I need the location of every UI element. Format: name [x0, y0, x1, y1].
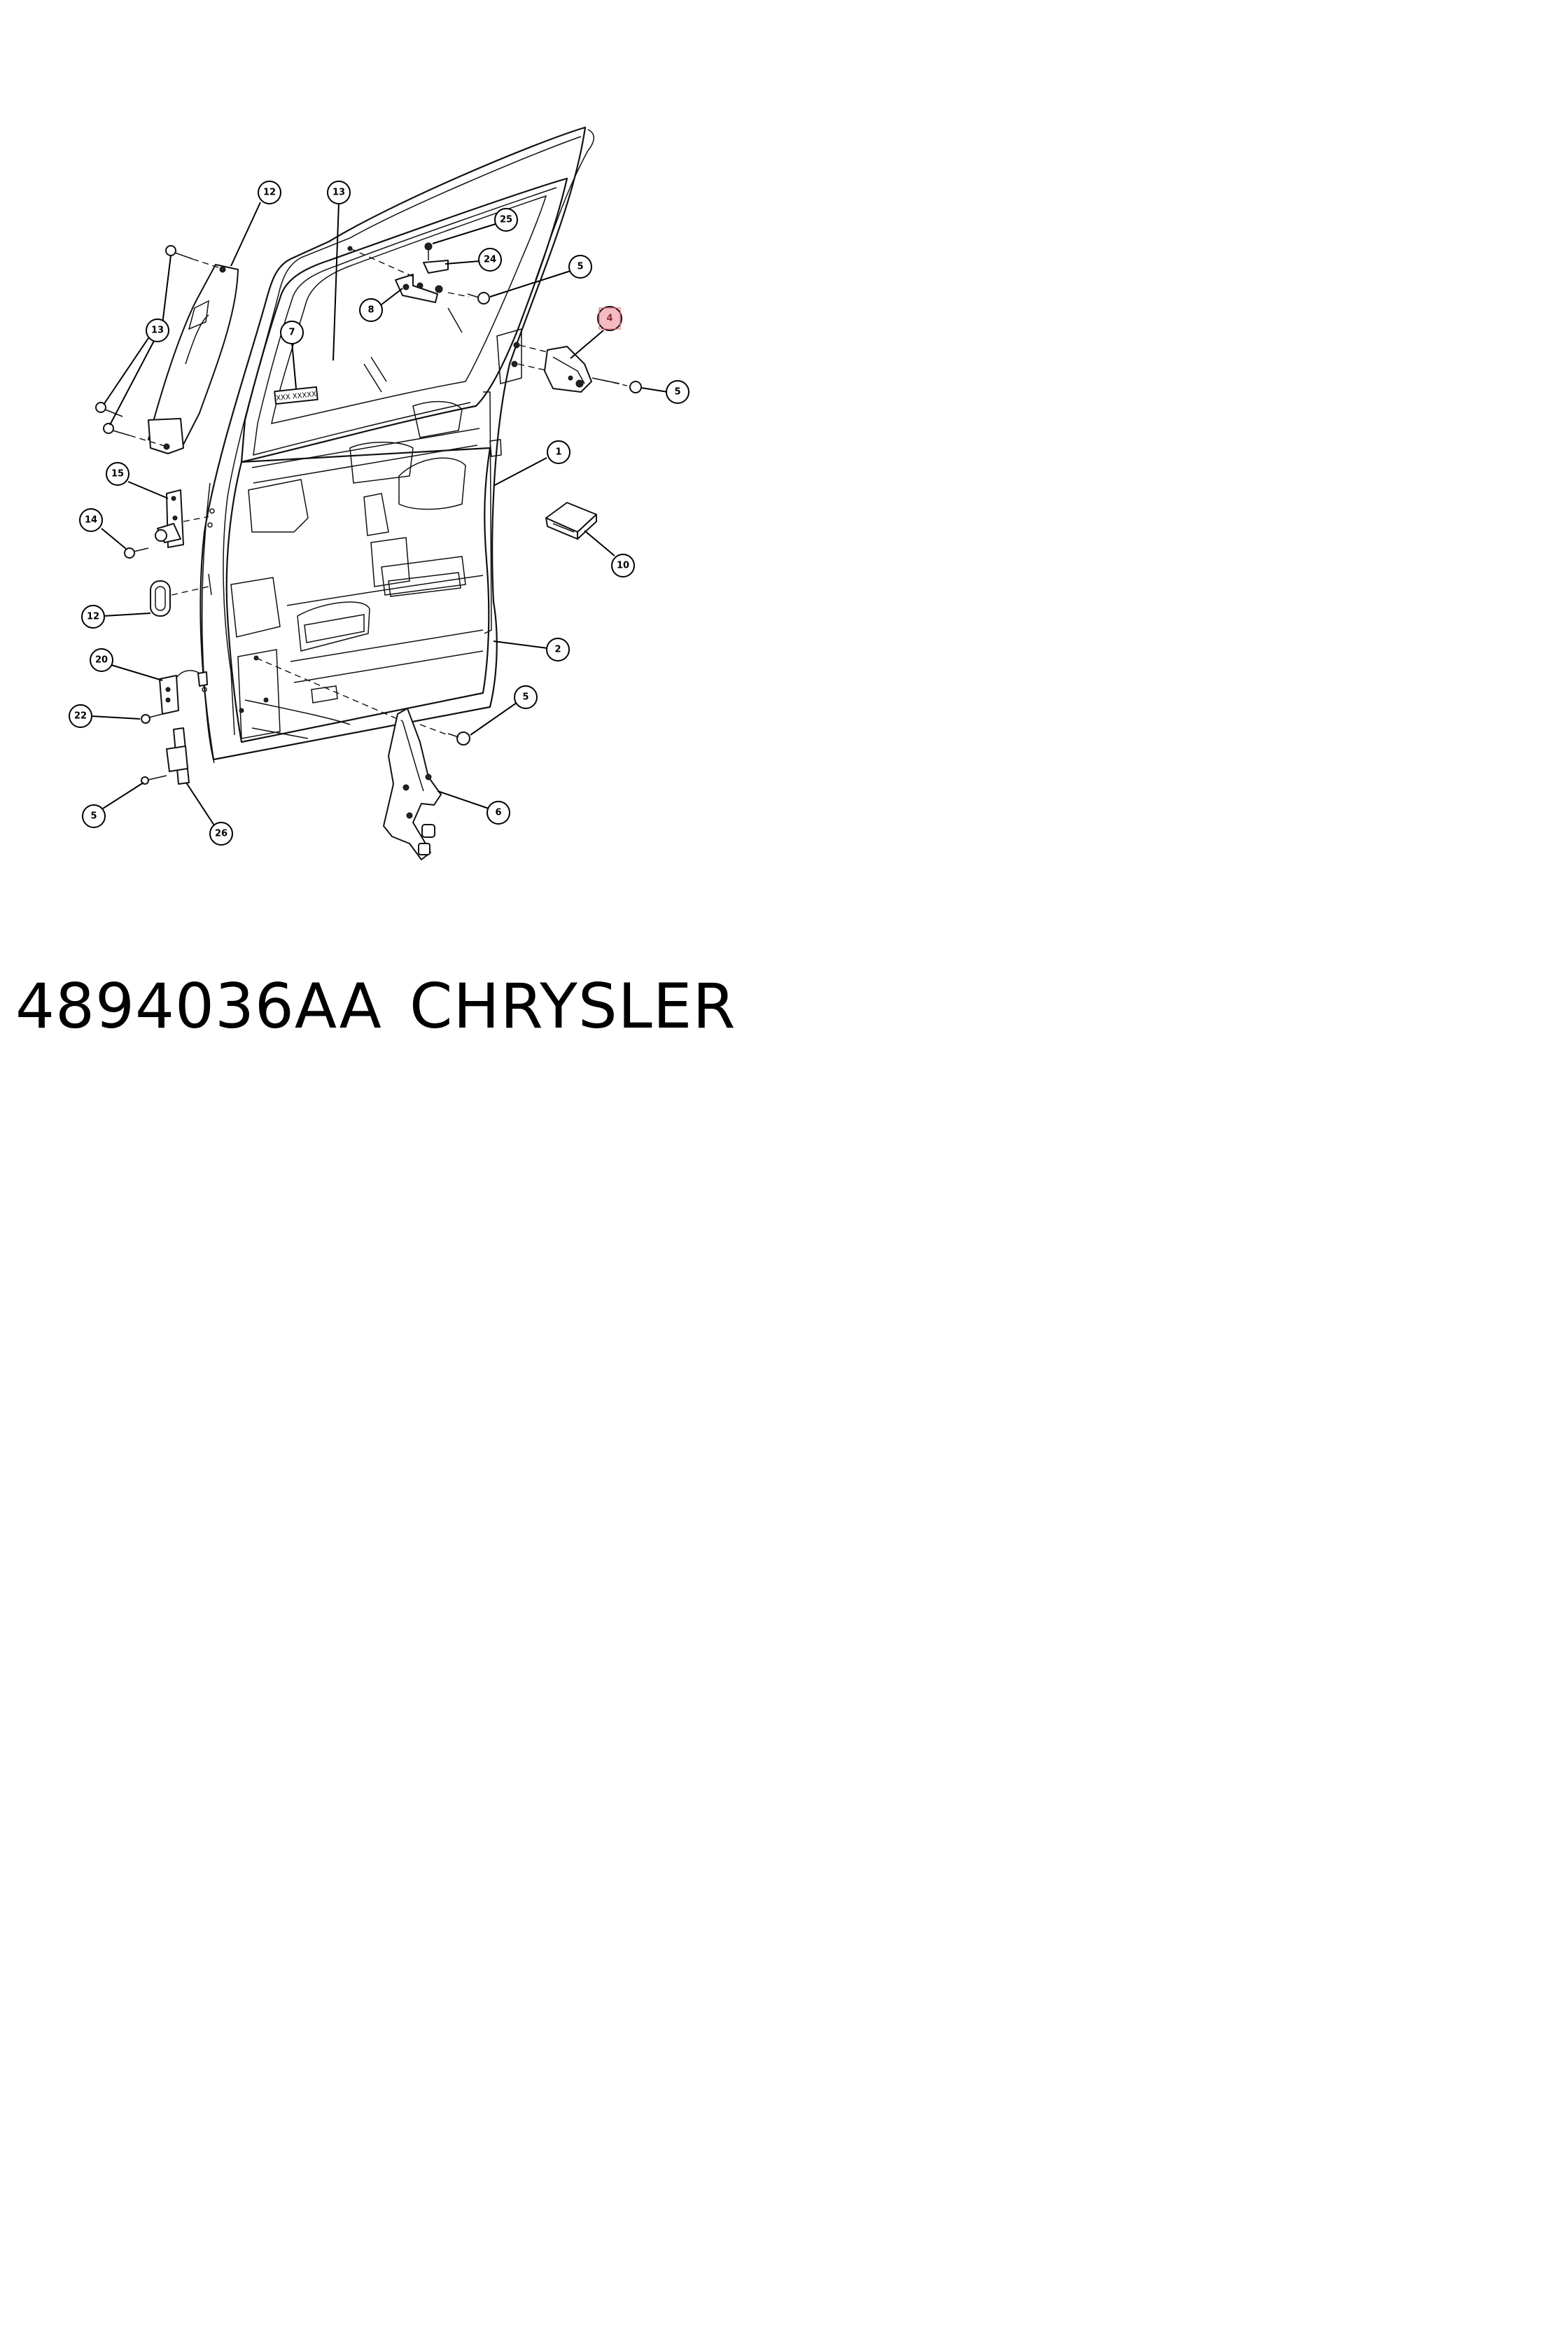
svg-text:13: 13	[332, 188, 345, 198]
callout-22: 20	[90, 648, 113, 672]
latch-4	[511, 342, 642, 393]
callout-4-highlighted: 4	[597, 306, 622, 331]
svg-text:24: 24	[484, 255, 496, 265]
svg-text:15: 15	[111, 469, 124, 479]
door-shell	[200, 126, 594, 764]
svg-text:22: 22	[74, 711, 87, 722]
callout-5-plate: 5	[82, 804, 106, 828]
svg-text:5: 5	[674, 387, 680, 398]
svg-text:5: 5	[577, 262, 583, 272]
hinge-6	[239, 655, 470, 860]
callout-1: 1	[547, 440, 570, 464]
svg-text:25: 25	[500, 215, 512, 225]
plate-26	[141, 727, 190, 785]
svg-text:14: 14	[85, 515, 97, 526]
svg-text:8: 8	[368, 305, 374, 316]
callout-23: 22	[69, 704, 92, 728]
sensor-22	[141, 670, 208, 724]
bumper-15	[124, 489, 209, 559]
svg-text:5: 5	[90, 811, 97, 822]
svg-text:1: 1	[555, 447, 561, 458]
pillar-trim-part	[148, 264, 239, 454]
svg-text:7: 7	[288, 328, 295, 338]
svg-text:2: 2	[554, 645, 561, 655]
plug-12	[150, 580, 209, 617]
callout-14: 14	[79, 508, 103, 532]
svg-text:6: 6	[495, 808, 501, 818]
svg-text:12: 12	[263, 188, 276, 198]
callout-8: 8	[359, 298, 383, 322]
callout-24: 24	[478, 248, 502, 272]
callout-13: 13	[146, 318, 169, 342]
callout-5-hinge: 5	[514, 685, 538, 709]
part-number: 4894036AA	[15, 970, 382, 1042]
callout-26: 26	[209, 822, 233, 846]
block-10	[545, 502, 597, 540]
exploded-parts-diagram: XXX XXXXX	[69, 126, 690, 860]
svg-text:20: 20	[95, 655, 108, 666]
svg-text:12: 12	[87, 612, 99, 622]
glass-label: XXX XXXXX	[274, 386, 318, 405]
callout-25: 25	[494, 208, 518, 232]
svg-text:5: 5	[522, 692, 528, 703]
callout-2: 2	[546, 638, 570, 662]
callout-15: 15	[106, 462, 130, 486]
svg-text:26: 26	[215, 829, 227, 839]
screw-13	[95, 245, 221, 447]
part-caption: 4894036AA CHRYSLER	[0, 965, 736, 1049]
svg-text:4: 4	[606, 314, 612, 324]
callout-5-latch: 5	[666, 380, 690, 404]
callout-7: 7	[280, 321, 304, 344]
svg-text:13: 13	[151, 326, 164, 336]
svg-text:10: 10	[617, 561, 629, 571]
callout-10: 10	[611, 554, 635, 578]
striker-bracket-8	[347, 242, 490, 304]
callout-12: 12	[81, 605, 105, 629]
callout-20: 13	[327, 181, 351, 204]
callout-5-top: 5	[568, 255, 592, 279]
callout-6: 6	[486, 801, 510, 825]
brand-name: CHRYSLER	[410, 970, 736, 1042]
callout-19: 12	[258, 181, 281, 204]
leader-lines	[90, 202, 668, 826]
